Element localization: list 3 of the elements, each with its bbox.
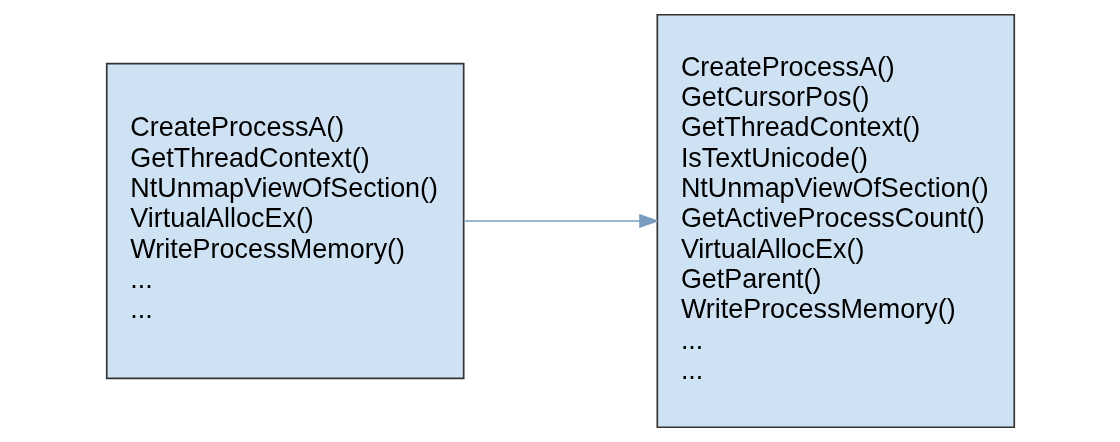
- node-box: CreateProcessA() GetThreadContext() NtUnmapViewOfSection() VirtualAllocEx() WriteProcessMemory() ... ...: [105, 62, 465, 380]
- arrow: [462, 213, 659, 229]
- node-box: CreateProcessA() GetCursorPos() GetThreadContext() IsTextUnicode() NtUnmapViewOfSection() GetActiveProcessCount() VirtualAllocEx() GetParent() WriteProcessMemory() ... ...: [655, 13, 1015, 429]
